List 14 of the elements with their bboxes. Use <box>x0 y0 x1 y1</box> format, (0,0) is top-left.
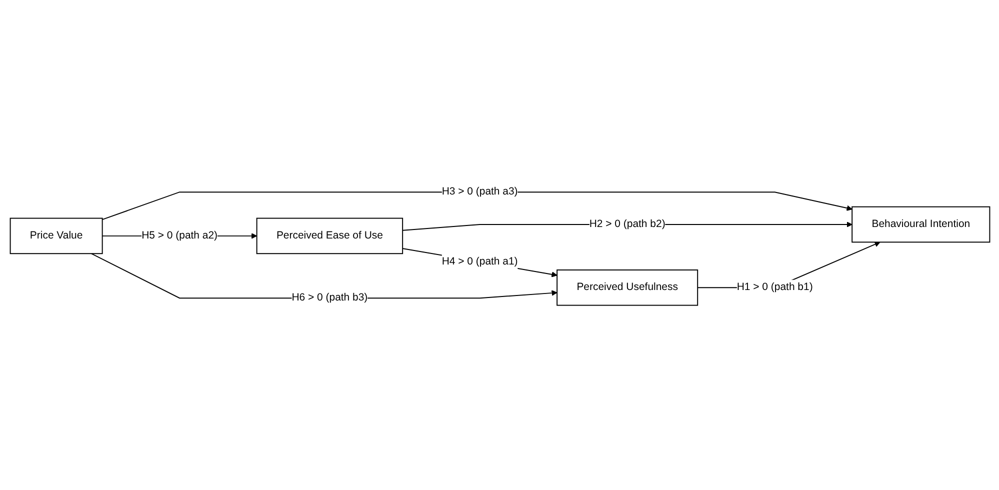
edge-label: H4 > 0 (path a1) <box>441 256 518 267</box>
edge-label: H1 > 0 (path b1) <box>736 282 812 293</box>
path-diagram: H1 > 0 (path b1) H2 > 0 (path b2) H3 > 0 (path a3) H4 > 0 (path a1) H5 > 0 (path a2) H6 > 0 (path b3) Perceived Usefulness Perceived Ease of Use Behavioural Intention Price Value <box>4 178 994 312</box>
edge-label: H5 > 0 (path a2) <box>141 230 218 242</box>
arrow <box>101 192 852 220</box>
edge-label: H3 > 0 (path a3) <box>441 186 518 198</box>
node-box <box>9 218 102 254</box>
node-box <box>556 269 698 306</box>
edge-label: H6 > 0 (path b3) <box>291 292 368 304</box>
node-box <box>851 206 990 243</box>
edge-label: H2 > 0 (path b2) <box>588 218 665 230</box>
node-box <box>256 218 403 254</box>
arrow <box>402 248 557 278</box>
arrow <box>90 253 557 298</box>
